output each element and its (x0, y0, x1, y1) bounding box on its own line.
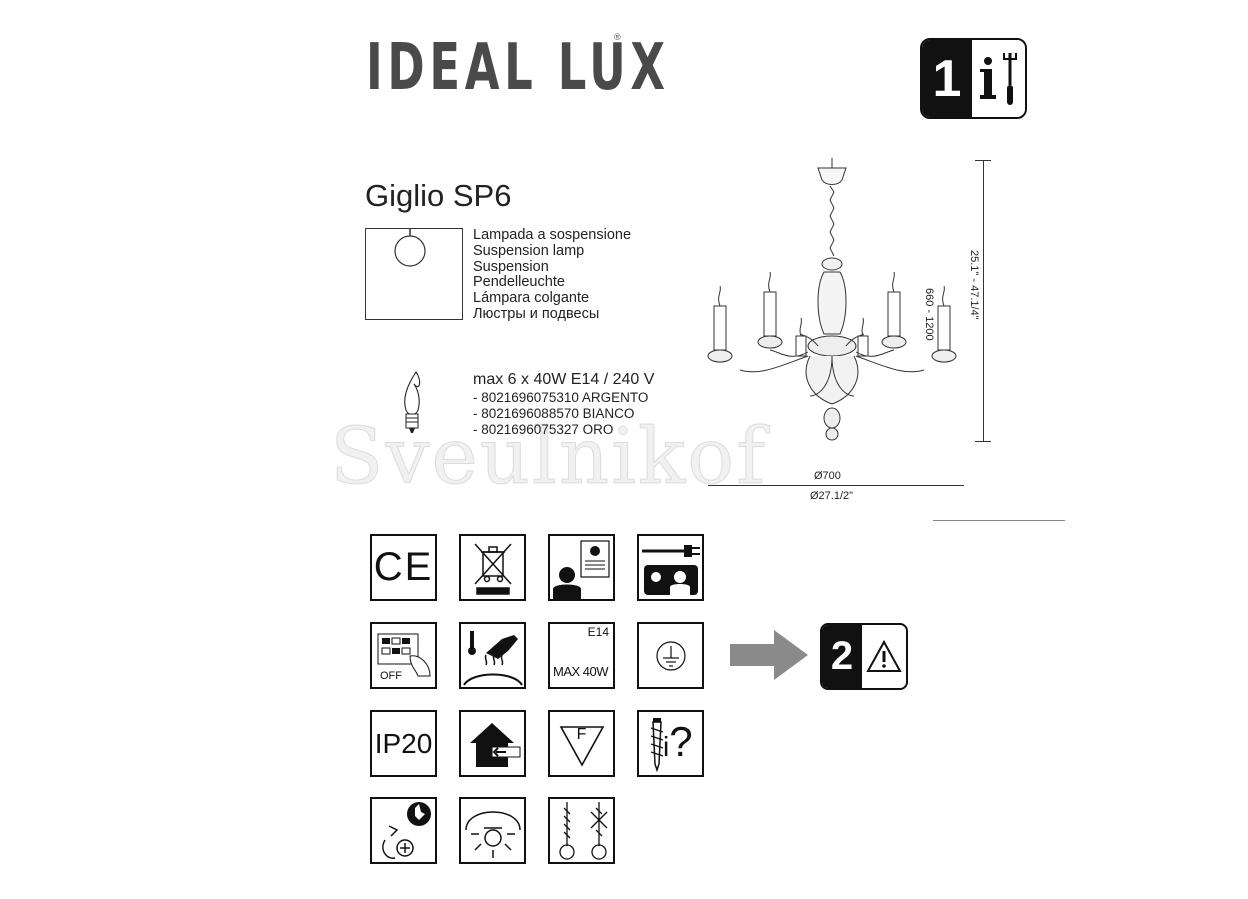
type-it: Lampada a sospensione (473, 227, 632, 243)
switch-off-icon: OFF (370, 622, 437, 689)
product-thumbnail (365, 228, 463, 320)
brand-logo: IDEAL LUX (366, 31, 670, 105)
code-bianco: - 8021696088570 BIANCO (473, 405, 635, 421)
height-in: 25.1" - 47.1/4" (968, 250, 980, 320)
candle-bulb-icon (396, 370, 426, 439)
product-title: Giglio SP6 (365, 178, 512, 213)
page-badge-2: 2 (820, 623, 908, 690)
page-number-2: 2 (822, 625, 862, 688)
cable-installer-icon (637, 534, 704, 601)
page-number: 1 (922, 40, 972, 117)
power-spec: max 6 x 40W E14 / 240 V (473, 371, 655, 388)
diameter-dimension-line (708, 485, 964, 486)
max-wattage-icon: E14 MAX 40W (548, 622, 615, 689)
indoor-use-icon (459, 710, 526, 777)
height-mm: 660 - 1200 (923, 288, 935, 341)
page-badge-1: 1 (920, 38, 1027, 119)
chandelier-drawing (700, 156, 970, 451)
ip20-rating-icon: IP20 (370, 710, 437, 777)
earth-ground-icon (637, 622, 704, 689)
type-de: Pendelleuchte (473, 274, 565, 291)
fixing-advice-icon: i? (637, 710, 704, 777)
chain-length-icon (548, 797, 615, 864)
bulb-replace-icon (370, 797, 437, 864)
hot-surface-icon (459, 622, 526, 689)
diameter-in: Ø27.1/2" (810, 490, 854, 502)
product-type-list: Lampada a sospensione Suspension lamp Su… (473, 227, 632, 323)
info-tools-icon (972, 40, 1025, 117)
height-dimension-line (983, 160, 984, 442)
type-ru: Люстры и подвесы (473, 305, 600, 322)
diameter-mm: Ø700 (814, 470, 841, 482)
watermark: Sveulnikof (329, 412, 768, 503)
registered-mark: ® (614, 32, 621, 42)
type-en: Suspension lamp (473, 242, 585, 259)
pendant-globe-icon (394, 229, 426, 267)
separator-line (933, 520, 1065, 521)
code-oro: - 8021696075327 ORO (473, 421, 614, 437)
info-i-glyph: i (663, 731, 670, 762)
heat-distance-icon (459, 797, 526, 864)
spec-block: max 6 x 40W E14 / 240 V - 8021696075310 … (473, 370, 654, 437)
code-argento: - 8021696075310 ARGENTO (473, 390, 649, 405)
type-es: Lámpara colgante (473, 290, 590, 307)
warning-triangle-icon (862, 625, 906, 688)
type-fr: Suspension (473, 258, 549, 275)
next-arrow-icon (728, 628, 810, 687)
height-tick-top (975, 160, 991, 161)
f-mark-icon: F (548, 710, 615, 777)
certified-installer-icon (548, 534, 615, 601)
height-tick-bottom (975, 441, 991, 442)
ce-mark-icon: CE (370, 534, 437, 601)
weee-bin-icon (459, 534, 526, 601)
